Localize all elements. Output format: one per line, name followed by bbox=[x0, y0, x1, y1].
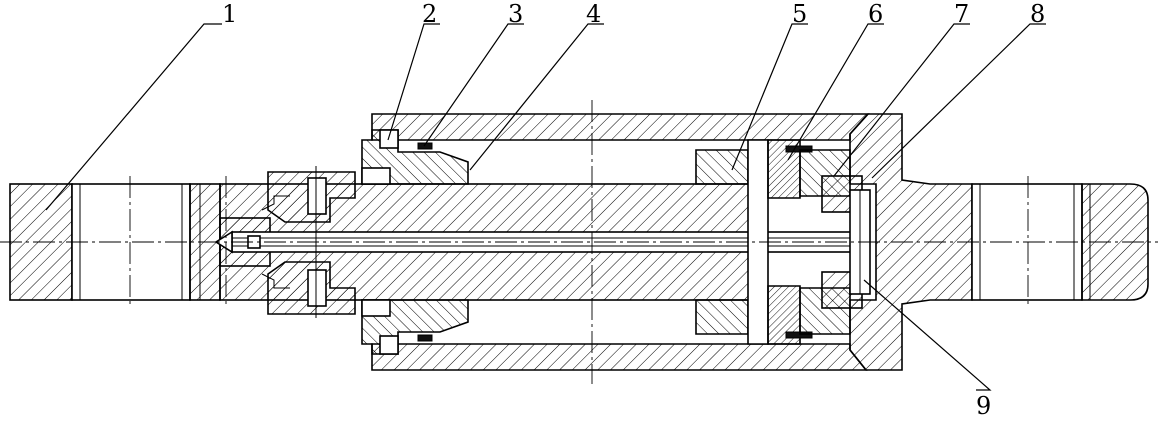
rod-end-coupling bbox=[261, 166, 356, 318]
callout-4: 4 bbox=[586, 0, 601, 28]
leader-lines bbox=[45, 23, 1046, 391]
centerlines bbox=[0, 100, 1158, 384]
callout-5: 5 bbox=[792, 0, 807, 28]
callout-8: 8 bbox=[1030, 0, 1045, 28]
left-rod-eye bbox=[9, 183, 221, 301]
callout-2: 2 bbox=[422, 0, 437, 28]
callout-labels: 1 2 3 4 5 6 7 8 9 bbox=[222, 0, 1045, 420]
front-gland bbox=[361, 129, 469, 355]
callout-1: 1 bbox=[222, 0, 237, 28]
callout-3: 3 bbox=[508, 0, 523, 28]
callout-7: 7 bbox=[954, 0, 969, 28]
callout-9: 9 bbox=[976, 392, 991, 420]
callout-6: 6 bbox=[868, 0, 883, 28]
